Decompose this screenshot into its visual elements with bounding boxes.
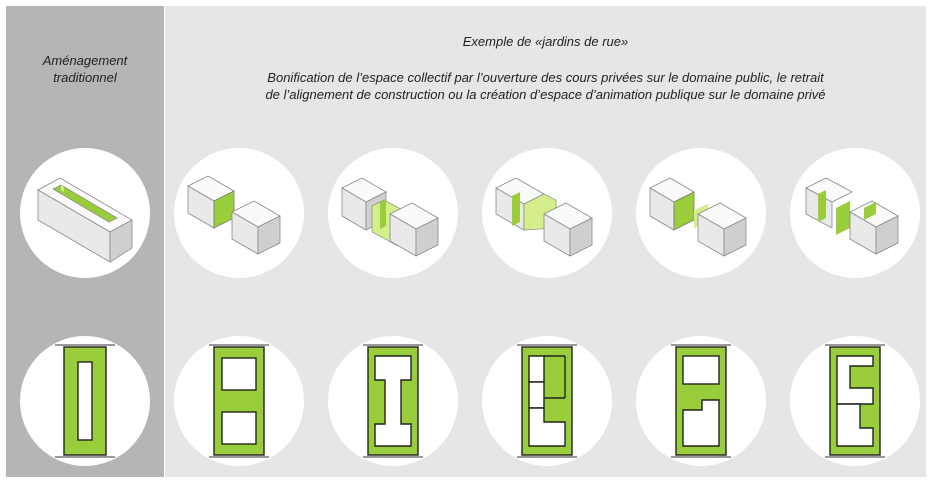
iso-variant-4-blocks — [649, 177, 747, 257]
plan-disc-variant-4 — [636, 336, 766, 466]
traditional-label-line-1: Aménagement — [42, 53, 128, 68]
examples-description: Bonification de l’espace collectif par l… — [165, 69, 926, 103]
iso-variant-1-blocks — [187, 175, 281, 255]
description-line-2: de l’alignement de construction ou la cr… — [265, 87, 826, 102]
examples-heading: Exemple de «jardins de rue» — [462, 34, 629, 49]
traditional-label: Aménagement traditionnel — [6, 52, 164, 86]
traditional-label-line-2: traditionnel — [53, 70, 117, 85]
plan-variant-2-i-gap — [363, 344, 423, 458]
iso-traditional-courtyard-block — [37, 177, 133, 263]
plan-disc-variant-1 — [174, 336, 304, 466]
iso-disc-variant-4 — [636, 148, 766, 278]
plan-variant-3-offset-gap — [517, 344, 577, 458]
plan-disc-variant-2 — [328, 336, 458, 466]
iso-variant-5-blocks — [805, 177, 899, 255]
plan-disc-traditional — [20, 336, 150, 466]
iso-disc-variant-3 — [482, 148, 612, 278]
iso-disc-variant-5 — [790, 148, 920, 278]
iso-disc-traditional — [20, 148, 150, 278]
plan-variant-4-step-gap — [671, 344, 731, 458]
iso-variant-2-blocks — [341, 177, 439, 257]
plan-traditional-courtyard — [55, 344, 115, 458]
iso-variant-3-blocks — [495, 177, 593, 257]
plan-variant-5-s-gap — [825, 344, 885, 458]
plan-variant-1-h-gap — [209, 344, 269, 458]
iso-disc-variant-1 — [174, 148, 304, 278]
plan-disc-variant-5 — [790, 336, 920, 466]
description-line-1: Bonification de l’espace collectif par l… — [267, 70, 824, 85]
plan-disc-variant-3 — [482, 336, 612, 466]
iso-disc-variant-2 — [328, 148, 458, 278]
